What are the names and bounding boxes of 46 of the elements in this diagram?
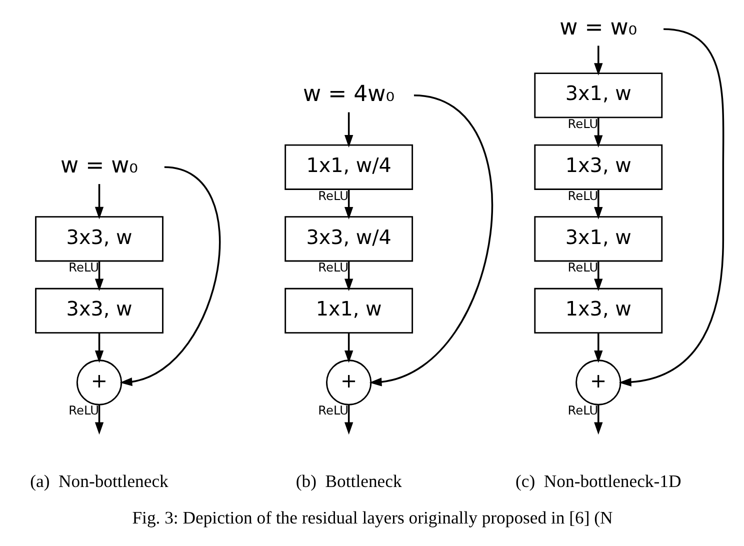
- arrow: [94, 261, 104, 292]
- edge-label: ReLU: [567, 260, 598, 275]
- arrow: [618, 28, 724, 386]
- node-text: w = 4w₀: [302, 82, 394, 107]
- node-box: 3x3, w: [34, 216, 163, 262]
- node-box: 3x1, w: [534, 216, 662, 262]
- node-box: 3x3, w: [34, 288, 163, 334]
- arrow: [344, 190, 353, 220]
- arrow: [594, 404, 602, 435]
- edge-label: ReLU: [318, 260, 348, 275]
- edge-label: ReLU: [318, 404, 348, 418]
- arrow: [94, 404, 104, 435]
- edge-label: ReLU: [567, 404, 598, 418]
- arrow: [594, 46, 602, 76]
- node-box: 1x3, w: [534, 144, 662, 190]
- arrow: [368, 94, 492, 386]
- node-box: 1x1, w: [284, 288, 413, 334]
- arrow: [94, 184, 104, 220]
- node-box: 1x1, w/4: [284, 144, 413, 190]
- label: (b) Bottleneck: [295, 470, 402, 491]
- arrow: [594, 190, 602, 220]
- arrow: [594, 333, 602, 363]
- arrow: [94, 333, 104, 363]
- node-box: 1x3, w: [534, 288, 662, 334]
- edge-label: ReLU: [567, 188, 598, 203]
- arrow: [344, 404, 353, 435]
- arrow: [344, 333, 353, 363]
- arrow: [119, 166, 220, 386]
- node-circle: +: [326, 360, 372, 406]
- edge-label: ReLU: [68, 404, 98, 418]
- label: (c) Non-bottleneck-1D: [515, 470, 681, 491]
- arrow: [344, 261, 353, 292]
- edge-label: ReLU: [68, 260, 98, 275]
- node-circle: +: [575, 360, 621, 406]
- arrow: [594, 118, 602, 148]
- node-box: 3x3, w/4: [284, 216, 413, 262]
- edge-label: ReLU: [318, 188, 348, 203]
- node-circle: +: [76, 360, 122, 406]
- label: (a) Non-bottleneck: [30, 470, 168, 491]
- node-text: w = w₀: [559, 16, 637, 41]
- edge-label: ReLU: [567, 117, 598, 132]
- node-box: 3x1, w: [534, 72, 662, 118]
- arrow: [344, 112, 353, 148]
- caption: Fig. 3: Depiction of the residual layers originally proposed in [6] (N: [132, 507, 612, 528]
- node-text: w = w₀: [60, 154, 138, 179]
- arrow: [594, 261, 602, 292]
